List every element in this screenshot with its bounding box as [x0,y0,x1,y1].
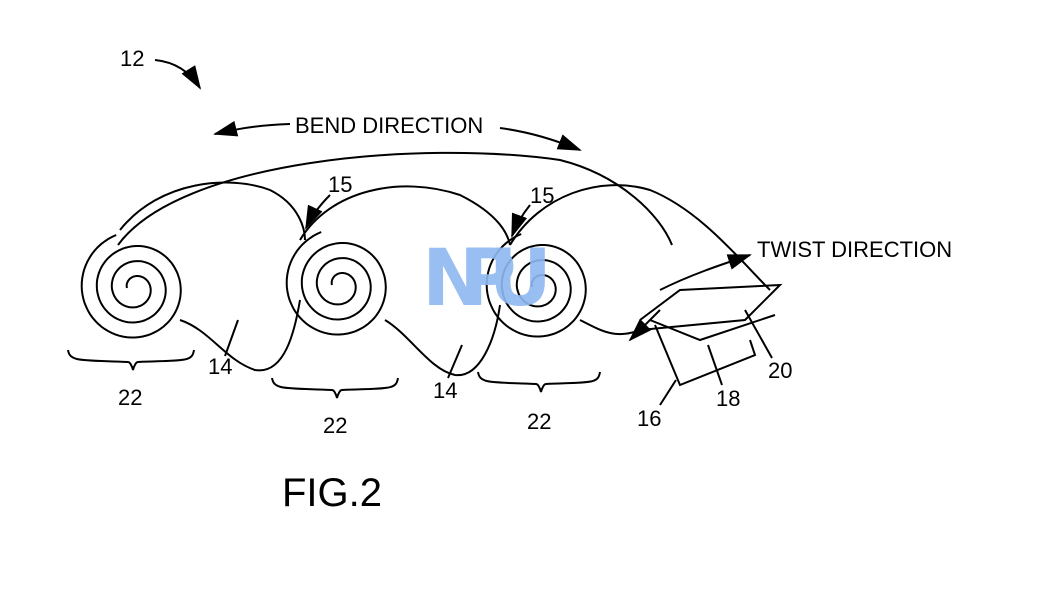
layer-20 [639,283,783,331]
label-20: 20 [768,358,792,383]
layer-18 [649,314,776,342]
twist-arrow-down [628,309,661,342]
leader-20 [744,309,773,359]
top-sheet-edge [117,151,673,246]
twist-arrow-up [659,254,752,291]
leader-16 [659,379,677,406]
bend-arrow-left [213,120,291,137]
brace-22a [67,349,195,371]
brace-22b [271,377,399,399]
label-18: 18 [716,386,740,411]
trough-3 [579,319,641,336]
figure-title: FIG.2 [282,471,382,515]
label-15b: 15 [530,183,554,208]
label-22c: 22 [527,409,551,434]
bend-arrow-right [499,127,582,151]
layer-16 [654,324,757,387]
leader-14b [447,344,463,379]
trough-2 [384,304,501,377]
wave-crest-2 [299,185,511,246]
leader-18 [707,344,723,386]
watermark: NPU [422,234,552,324]
label-14b: 14 [433,378,457,403]
leader-15a [305,194,331,230]
coil-spiral-1 [80,234,182,339]
leader-arrow-12 [154,59,202,90]
bend-direction-label: BEND DIRECTION [295,113,483,138]
coil-spirals [80,231,587,339]
label-22b: 22 [323,413,347,438]
leader-14a [224,319,239,357]
label-15a: 15 [328,172,352,197]
twist-direction-label: TWIST DIRECTION [757,237,952,262]
label-22a: 22 [118,385,142,410]
trough-1 [179,299,301,372]
label-12: 12 [120,46,144,71]
leader-15b [511,204,531,238]
coil-spiral-3 [485,233,587,338]
wave-crest-1 [119,181,306,241]
label-16: 16 [637,406,661,431]
label-14a: 14 [208,354,232,379]
coil-spiral-2 [285,231,387,336]
brace-22c [477,371,601,393]
